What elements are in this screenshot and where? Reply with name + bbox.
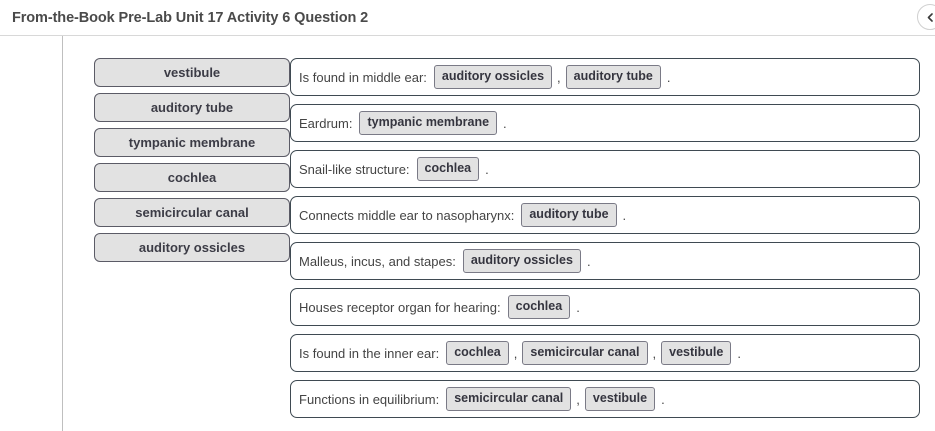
answer-row[interactable]: Connects middle ear to nasopharynx: audit… bbox=[290, 196, 920, 234]
word-bank-chip[interactable]: semicircular canal bbox=[94, 198, 290, 227]
answer-prompt: Connects middle ear to nasopharynx: bbox=[299, 207, 515, 223]
answer-row[interactable]: Eardrum: tympanic membrane. bbox=[290, 104, 920, 142]
answer-terminator: . bbox=[485, 161, 489, 177]
answer-terminator: . bbox=[622, 207, 627, 223]
answer-row[interactable]: Is found in the inner ear: cochlea,semici… bbox=[290, 334, 920, 372]
answer-chip[interactable]: semicircular canal bbox=[522, 341, 648, 365]
answer-row[interactable]: Is found in middle ear: auditory ossicles… bbox=[290, 58, 920, 96]
answer-prompt: Houses receptor organ for hearing: bbox=[299, 299, 501, 315]
answer-list: Is found in middle ear: auditory ossicles… bbox=[290, 58, 935, 431]
word-bank-chip[interactable]: auditory ossicles bbox=[94, 233, 290, 262]
answer-prompt: Snail-like structure: bbox=[299, 161, 410, 177]
answer-chip[interactable]: auditory ossicles bbox=[462, 249, 581, 273]
answer-prompt: Is found in middle ear: bbox=[299, 69, 427, 85]
word-bank-chip[interactable]: tympanic membrane bbox=[94, 128, 290, 157]
answer-chip[interactable]: cochlea bbox=[446, 341, 509, 365]
word-bank-chip-label: vestibule bbox=[163, 65, 221, 80]
answer-row[interactable]: Snail-like structure: cochlea. bbox=[290, 150, 920, 188]
answer-chip[interactable]: auditory tube bbox=[521, 203, 617, 227]
chevron-left-icon bbox=[926, 12, 935, 22]
back-button[interactable] bbox=[917, 4, 935, 30]
word-bank-chip-label: tympanic membrane bbox=[128, 135, 256, 150]
answer-prompt: Malleus, incus, and stapes: bbox=[299, 253, 456, 269]
answer-separator: , bbox=[513, 345, 518, 361]
answer-terminator: . bbox=[576, 299, 580, 315]
answer-terminator: . bbox=[666, 69, 671, 85]
answer-chip[interactable]: auditory ossicles bbox=[433, 65, 553, 89]
page-header: From-the-Book Pre-Lab Unit 17 Activity 6… bbox=[0, 0, 935, 36]
answer-separator: , bbox=[557, 69, 561, 85]
answer-chip[interactable]: cochlea bbox=[416, 157, 480, 181]
answer-terminator: . bbox=[586, 253, 591, 269]
answer-prompt: Functions in equilibrium: bbox=[299, 391, 440, 407]
word-bank-chip-label: semicircular canal bbox=[135, 205, 249, 220]
word-bank-chip[interactable]: vestibule bbox=[94, 58, 290, 87]
activity-content: vestibule auditory tube tympanic membrane c… bbox=[63, 36, 935, 431]
answer-row[interactable]: Functions in equilibrium: semicircular ca… bbox=[290, 380, 920, 418]
left-gutter bbox=[0, 36, 63, 431]
answer-chip[interactable]: auditory tube bbox=[565, 65, 661, 89]
answer-terminator: . bbox=[661, 391, 665, 407]
answer-terminator: . bbox=[737, 345, 741, 361]
answer-row[interactable]: Houses receptor organ for hearing: cochle… bbox=[290, 288, 920, 326]
word-bank-chip-label: cochlea bbox=[167, 170, 217, 185]
page-body: vestibule auditory tube tympanic membrane c… bbox=[0, 36, 935, 431]
answer-prompt: Is found in the inner ear: bbox=[299, 345, 440, 361]
word-bank-chip[interactable]: cochlea bbox=[94, 163, 290, 192]
word-bank-chip[interactable]: auditory tube bbox=[94, 93, 290, 122]
answer-separator: , bbox=[652, 345, 657, 361]
answer-chip[interactable]: semicircular canal bbox=[446, 387, 572, 411]
answer-chip[interactable]: vestibule bbox=[584, 387, 656, 411]
answer-terminator: . bbox=[503, 115, 507, 131]
word-bank-chip-label: auditory ossicles bbox=[138, 240, 246, 255]
answer-separator: , bbox=[576, 391, 580, 407]
answer-chip[interactable]: cochlea bbox=[507, 295, 571, 319]
header-actions bbox=[917, 4, 935, 30]
word-bank: vestibule auditory tube tympanic membrane c… bbox=[63, 58, 290, 431]
page-title: From-the-Book Pre-Lab Unit 17 Activity 6… bbox=[12, 9, 369, 26]
answer-chip[interactable]: vestibule bbox=[661, 341, 732, 365]
word-bank-chip-label: auditory tube bbox=[150, 100, 234, 115]
answer-row[interactable]: Malleus, incus, and stapes: auditory ossi… bbox=[290, 242, 920, 280]
answer-prompt: Eardrum: bbox=[299, 115, 353, 131]
answer-chip[interactable]: tympanic membrane bbox=[359, 111, 498, 135]
